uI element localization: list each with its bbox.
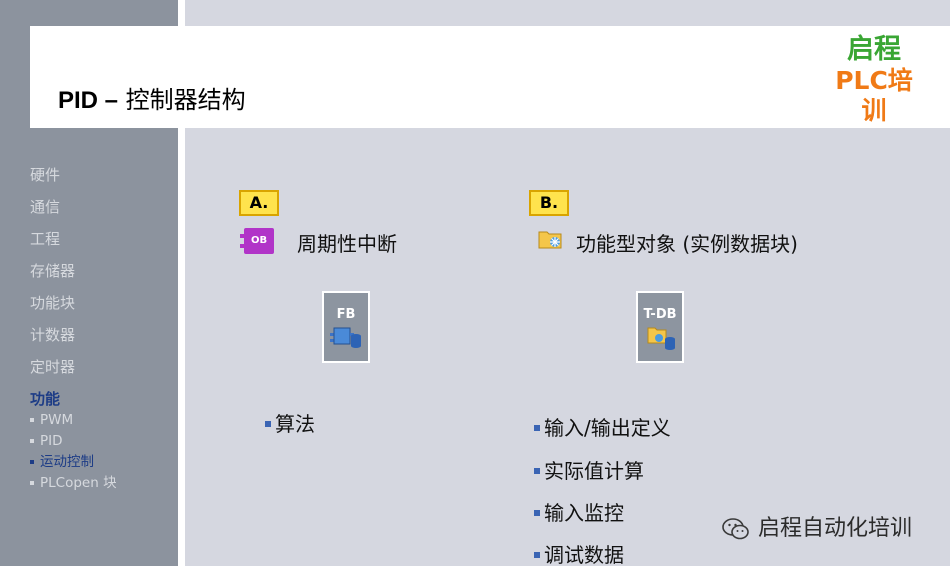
- sidebar-item-hardware[interactable]: 硬件: [30, 166, 61, 184]
- ob-icon: OB: [240, 228, 274, 254]
- logo-line-1: 启程: [847, 34, 901, 65]
- bullet-text: 实际值计算: [544, 459, 644, 483]
- fb-block-caption: FB: [336, 307, 356, 322]
- sidebar-item-function-blocks[interactable]: 功能块: [30, 294, 76, 312]
- page-title-text: 控制器结构: [118, 86, 246, 114]
- tdb-block-caption: T-DB: [643, 307, 677, 322]
- bullet-square: [534, 551, 540, 558]
- sidebar-item-engineering[interactable]: 工程: [30, 230, 61, 248]
- sidebar-subitem-label: PID: [40, 433, 63, 449]
- list-item: 调试数据: [534, 539, 624, 568]
- watermark: 启程自动化培训: [722, 510, 912, 542]
- list-item: 算法: [265, 408, 315, 437]
- section-b-label: B.: [529, 190, 569, 216]
- watermark-text: 启程自动化培训: [758, 516, 913, 541]
- sidebar-item-timers[interactable]: 定时器: [30, 358, 76, 376]
- bullet-square: [534, 467, 540, 474]
- sidebar-subitem-label: 运动控制: [40, 454, 94, 470]
- list-item: 输入/输出定义: [534, 412, 671, 441]
- bullet-text: 输入监控: [544, 501, 624, 525]
- page-title-prefix: PID –: [58, 87, 119, 114]
- sidebar-divider: [178, 0, 185, 566]
- brand-logo: 启程 PLC培训: [824, 34, 924, 126]
- sidebar-subitem-motion-control[interactable]: 运动控制: [30, 452, 176, 473]
- bullet-square: [534, 509, 540, 516]
- sidebar-subitem-plcopen[interactable]: PLCopen 块: [30, 473, 176, 494]
- bullet-dot: [30, 439, 34, 443]
- section-a-label: A.: [239, 190, 279, 216]
- section-b-text: 功能型对象 (实例数据块): [576, 232, 798, 256]
- fb-block-icon: [330, 327, 361, 348]
- instance-db-folder-icon: [538, 231, 562, 249]
- bullet-text: 算法: [275, 412, 315, 436]
- sidebar-subitem-pid[interactable]: PID: [30, 431, 176, 452]
- page-title: PID – 控制器结构: [58, 80, 246, 115]
- bullet-square: [534, 424, 540, 431]
- bullet-text: 调试数据: [544, 543, 624, 567]
- list-item: 实际值计算: [534, 455, 644, 484]
- section-a-text: 周期性中断: [297, 232, 397, 256]
- wechat-icon: [722, 518, 749, 540]
- sidebar-subitem-label: PWM: [40, 412, 74, 428]
- bullet-text: 输入/输出定义: [544, 416, 671, 440]
- bullet-dot: [30, 460, 34, 464]
- logo-line-2: PLC培训: [835, 66, 913, 126]
- bullet-dot: [30, 481, 34, 485]
- sidebar-nav: 硬件 通信 工程 存储器 功能块 计数器 定时器 功能 PWM PID 运动控制…: [30, 164, 176, 494]
- fb-block-card: FB: [322, 291, 370, 363]
- list-item: 输入监控: [534, 497, 624, 526]
- sidebar-item-counters[interactable]: 计数器: [30, 326, 76, 344]
- tdb-block-card: T-DB: [636, 291, 684, 363]
- sidebar-item-memory[interactable]: 存储器: [30, 262, 76, 280]
- sidebar-item-functions[interactable]: 功能: [30, 390, 61, 408]
- bullet-square: [265, 420, 271, 427]
- sidebar-item-communication[interactable]: 通信: [30, 198, 61, 216]
- tdb-block-icon: [647, 327, 675, 350]
- sidebar-subitem-pwm[interactable]: PWM: [30, 410, 176, 431]
- title-bar: PID – 控制器结构 启程 PLC培训: [30, 26, 950, 128]
- sidebar-subitem-label: PLCopen 块: [40, 475, 117, 491]
- bullet-dot: [30, 418, 34, 422]
